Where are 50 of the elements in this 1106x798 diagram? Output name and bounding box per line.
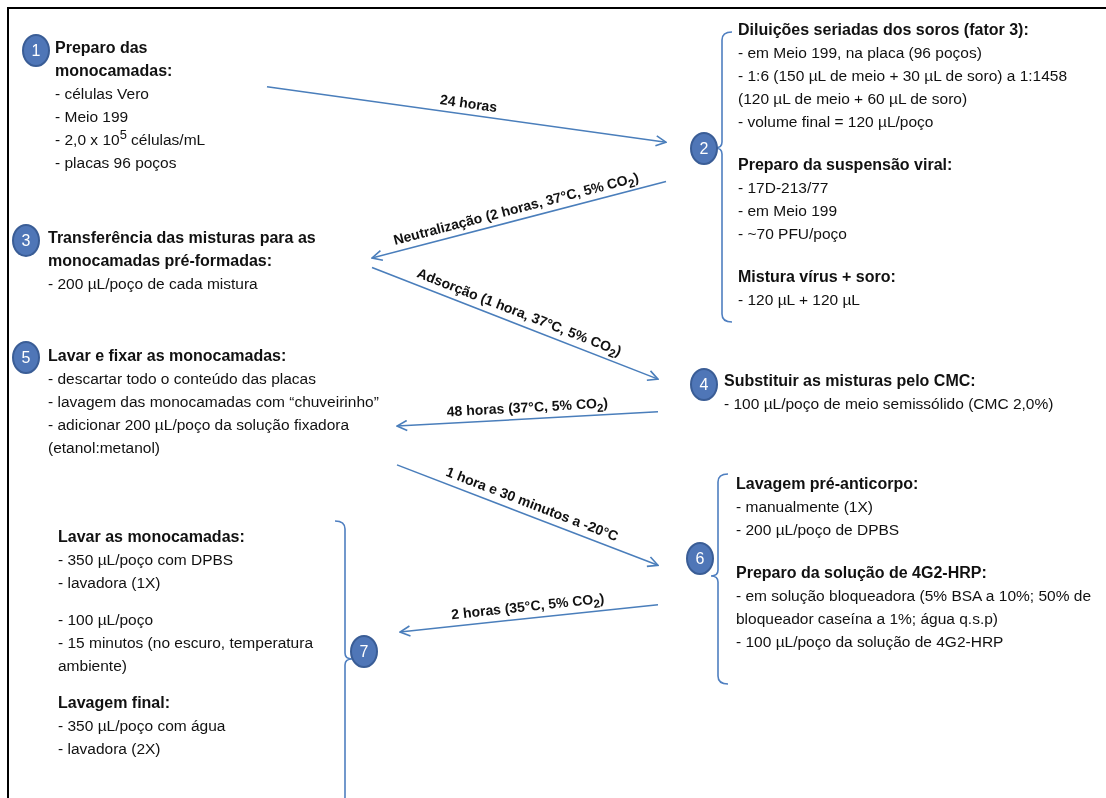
step-detail: - adicionar 200 µL/poço da solução fixadora (etanol:metanol): [48, 415, 351, 458]
step-number-badge: 5: [12, 341, 40, 374]
step-detail: - descartar todo o conteúdo das placas: [48, 369, 317, 389]
step-detail: - placas 96 poços: [55, 153, 178, 173]
step-detail: - 200 µL/poço de DPBS: [736, 520, 901, 540]
step-detail: - lavadora (2X): [58, 739, 162, 759]
step-heading: Lavagem final:: [58, 693, 172, 713]
arrow: [371, 180, 667, 262]
step-detail: - 17D-213/77: [738, 178, 830, 198]
step-detail: - 100 µL/poço: [58, 610, 155, 630]
step-heading: Lavar as monocamadas:: [58, 527, 246, 547]
step-detail: - ~70 PFU/poço: [738, 224, 848, 244]
step-heading: Lavagem pré-anticorpo:: [736, 474, 920, 494]
step-detail: - lavagem das monocamadas com “chuveirinho”: [48, 392, 380, 412]
step-heading: Mistura vírus + soro:: [738, 267, 897, 287]
step-detail: - em solução bloqueadora (5% BSA a 10%; 50% de bloqueador caseína a 1%; água q.s.p): [736, 586, 1092, 629]
step-heading: Preparo da suspensão viral:: [738, 155, 954, 175]
step-detail: - 100 µL/poço da solução de 4G2-HRP: [736, 632, 1005, 652]
step-detail: - em Meio 199, na placa (96 poços): [738, 43, 983, 63]
arrow: [399, 603, 659, 637]
step-detail: - manualmente (1X): [736, 497, 874, 517]
step-detail: - 1:6 (150 µL de meio + 30 µL de soro) a 1:1458 (120 µL de meio + 60 µL de soro): [738, 66, 1069, 109]
step-detail: - 100 µL/poço de meio semissólido (CMC 2,0%): [724, 394, 1055, 414]
step-detail: - lavadora (1X): [58, 573, 162, 593]
step-heading: Substituir as misturas pelo CMC:: [724, 371, 977, 391]
step-number-badge: 6: [686, 542, 714, 575]
step-detail: - 120 µL + 120 µL: [738, 290, 861, 310]
step-heading: Preparo da solução de 4G2-HRP:: [736, 563, 988, 583]
step-number-badge: 3: [12, 224, 40, 257]
step-number-badge: 4: [690, 368, 718, 401]
step-number-badge: 1: [22, 34, 50, 67]
arrow: [396, 464, 659, 568]
step-heading: Preparo das monocamadas:: [55, 38, 174, 81]
step-detail: - 200 µL/poço de cada mistura: [48, 274, 259, 294]
step-number-badge: 7: [350, 635, 378, 668]
step-detail: - células Vero: [55, 84, 150, 104]
step-heading: Lavar e fixar as monocamadas:: [48, 346, 288, 366]
step-detail: - 2,0 x 10$^{5}$ células/mL: [55, 128, 207, 150]
step-heading: Transferência das misturas para as monocamadas pré-formadas:: [48, 228, 317, 271]
step-detail: - 15 minutos (no escuro, temperatura ambiente): [58, 633, 314, 676]
step-detail: - 350 µL/poço com DPBS: [58, 550, 235, 570]
step-number-badge: 2: [690, 132, 718, 165]
step-heading: Diluições seriadas dos soros (fator 3):: [738, 20, 1030, 40]
step-detail: - em Meio 199: [738, 201, 839, 221]
arrow: [371, 266, 659, 381]
step-detail: - volume final = 120 µL/poço: [738, 112, 935, 132]
step-detail: - Meio 199: [55, 107, 130, 127]
arrow: [396, 411, 659, 432]
arrow: [266, 86, 667, 147]
step-detail: - 350 µL/poço com água: [58, 716, 227, 736]
